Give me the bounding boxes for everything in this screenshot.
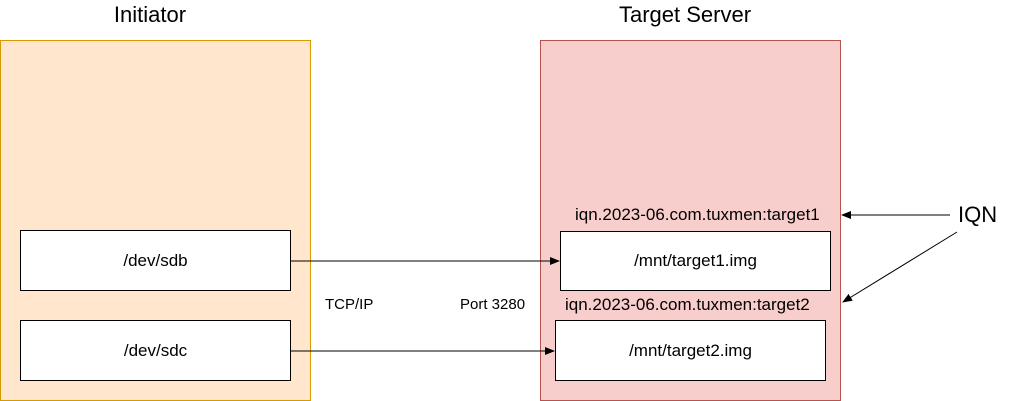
image-label-target2: /mnt/target2.img: [629, 340, 752, 360]
iqn-callout-label: IQN: [958, 202, 998, 227]
device-label-sdc: /dev/sdc: [123, 340, 188, 360]
iqn-target2-label: iqn.2023-06.com.tuxmen:target2: [565, 295, 810, 314]
iqn-target1-label: iqn.2023-06.com.tuxmen:target1: [575, 205, 820, 224]
device-label-sdb: /dev/sdb: [123, 250, 188, 270]
protocol-label: TCP/IP: [325, 296, 374, 313]
arrow-iqn-to-target2: [842, 231, 958, 303]
image-label-target1: /mnt/target1.img: [634, 251, 757, 270]
image-box-target1: /mnt/target1.img: [560, 231, 831, 291]
target-server-title: Target Server: [618, 2, 752, 27]
image-box-target2: /mnt/target2.img: [555, 320, 826, 381]
device-box-sdc: /dev/sdc: [20, 320, 291, 381]
initiator-title: Initiator: [113, 2, 187, 27]
port-label: Port 3280: [460, 296, 526, 313]
device-box-sdb: /dev/sdb: [20, 230, 291, 291]
